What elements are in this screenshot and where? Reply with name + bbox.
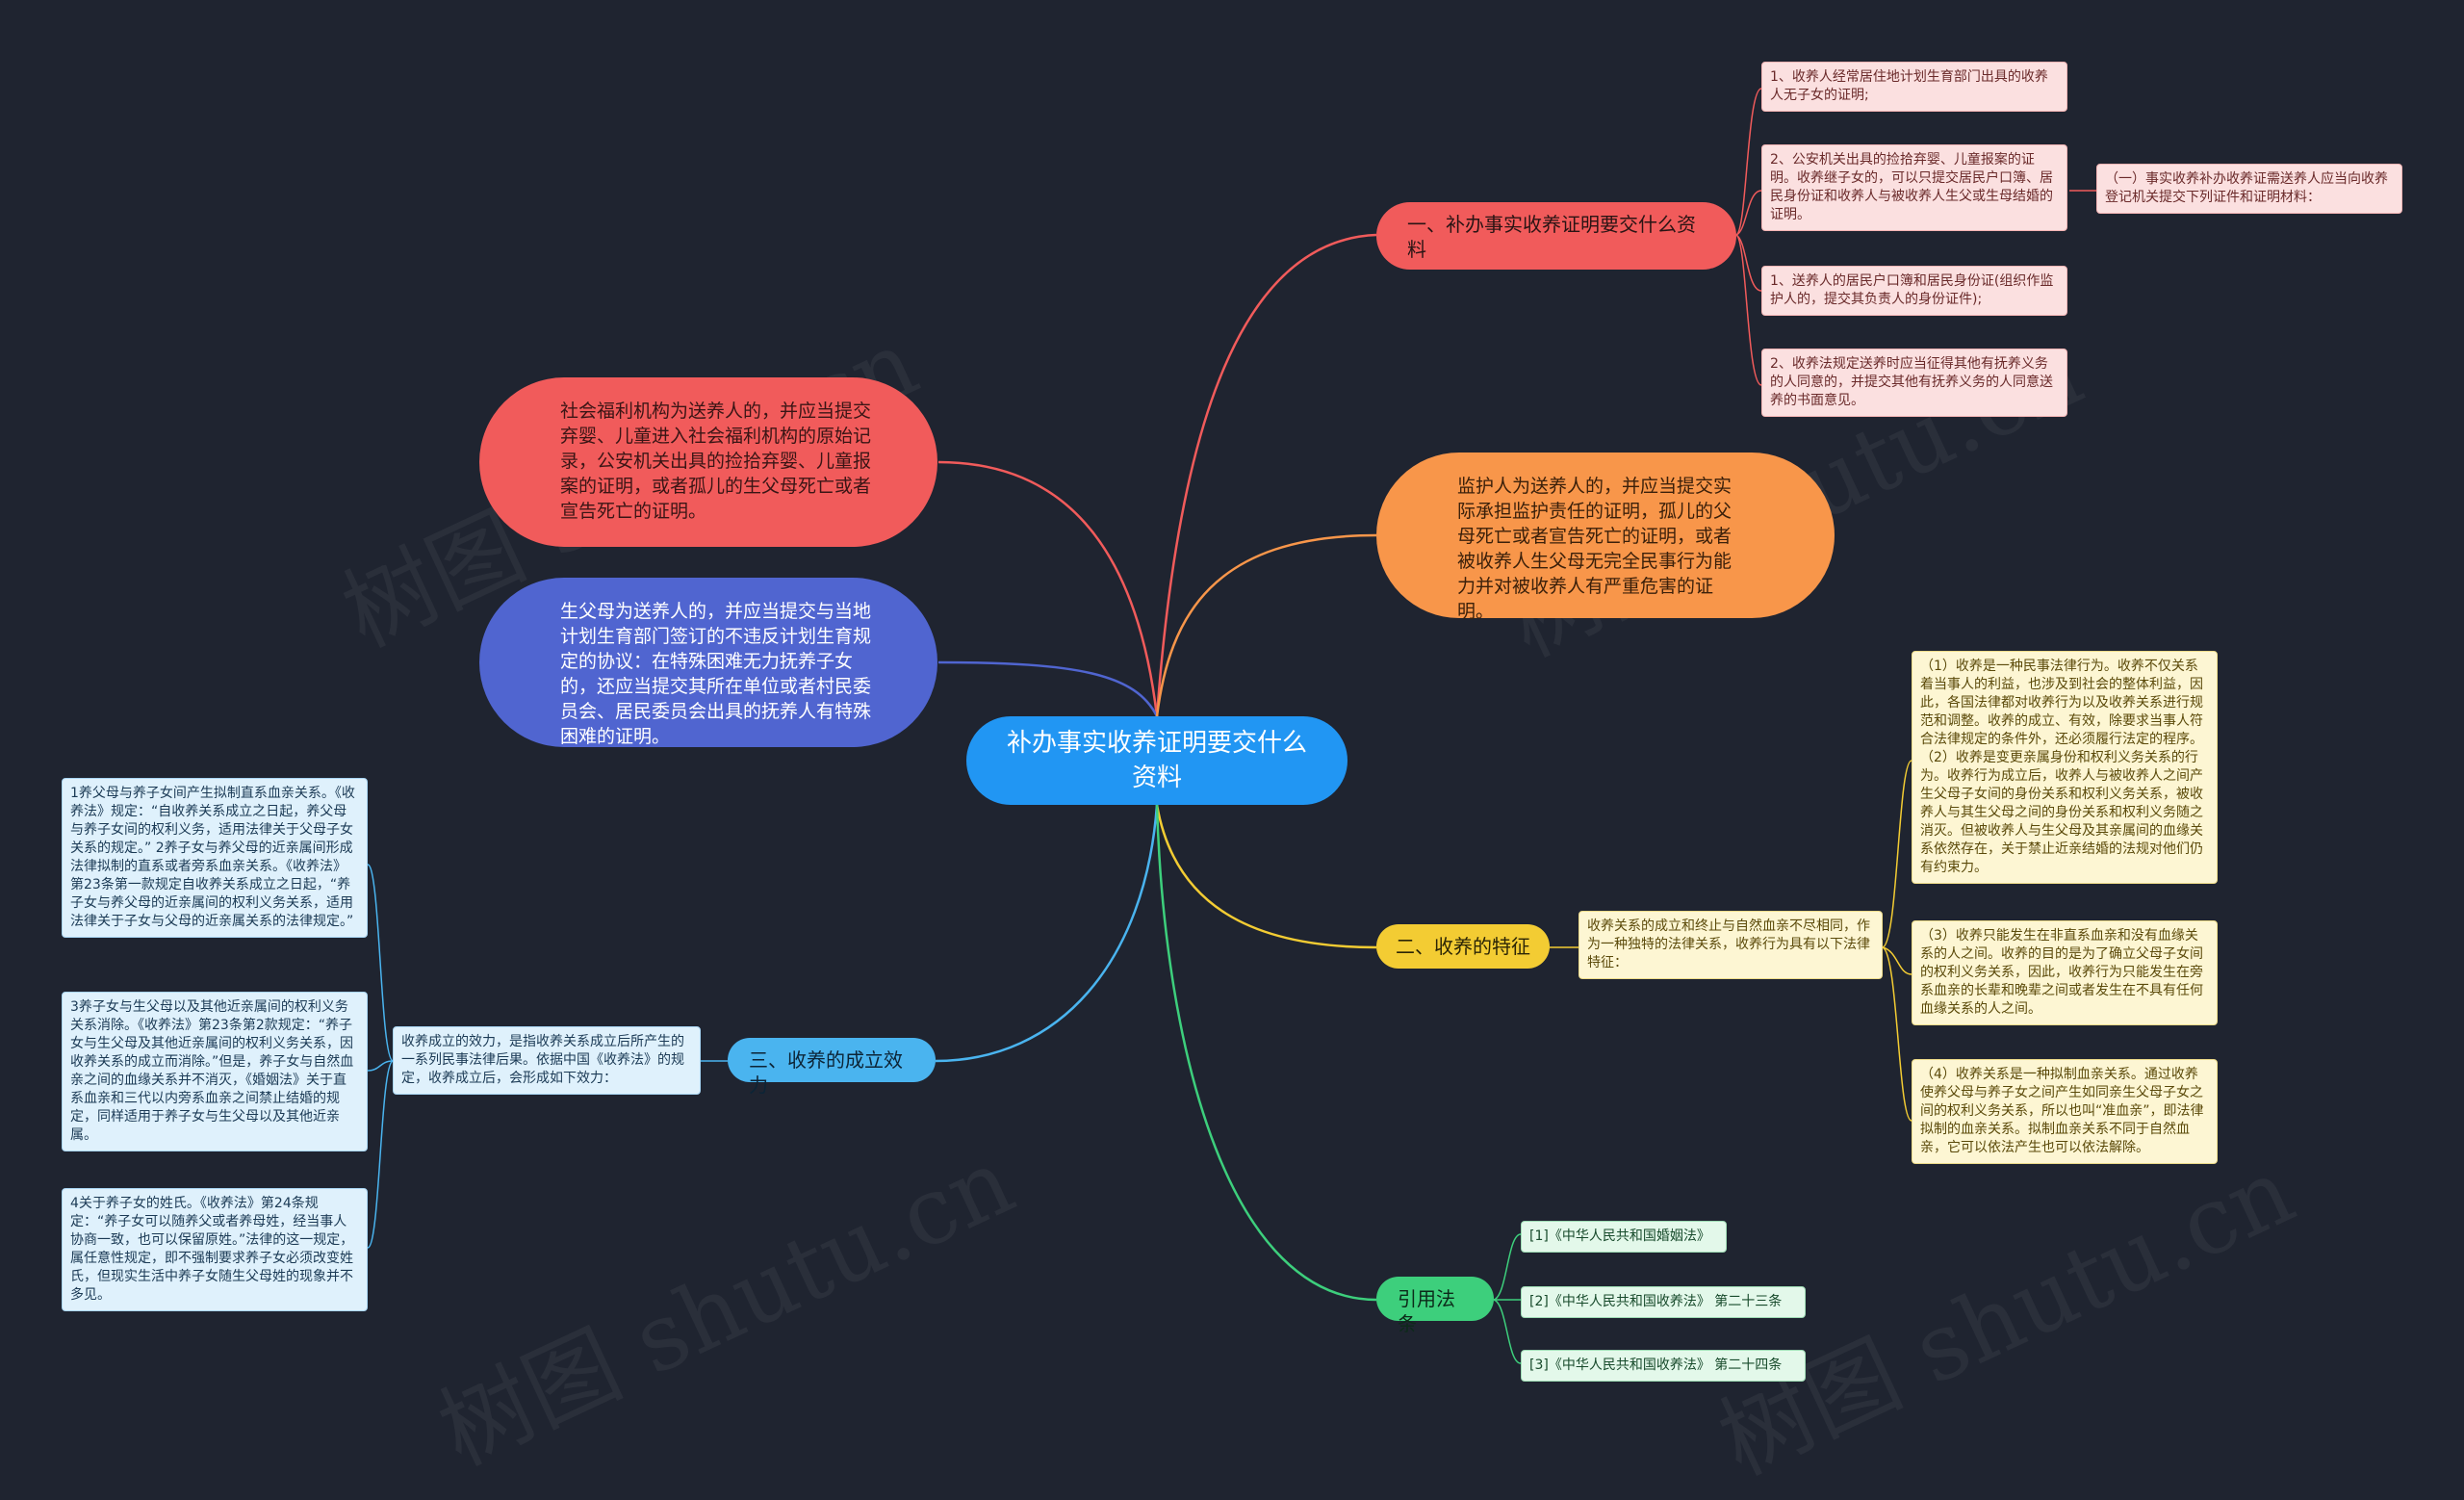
branch3-card-1[interactable]: 1养父母与养子女间产生拟制直系血亲关系。《收养法》规定：“自收养关系成立之日起，… [62,778,368,938]
branch1-node[interactable]: 一、补办事实收养证明要交什么资料 [1376,202,1736,270]
edge-root-right-orange [1155,533,1377,717]
branch2-node[interactable]: 二、收养的特征 [1376,924,1550,969]
branch4-node[interactable]: 引用法条 [1376,1277,1494,1335]
branch2-summary-card[interactable]: 收养关系的成立和终止与自然血亲不尽相同，作为一种独特的法律关系，收养行为具有以下… [1578,911,1883,979]
left-blue-node[interactable]: 生父母为送养人的，并应当提交与当地计划生育部门签订的不违反计划生育规定的协议：在… [479,578,937,747]
edge-root-branch1 [1155,233,1377,717]
branch1-detail-card[interactable]: （一）事实收养补办收养证需送养人应当向收养登记机关提交下列证件和证明材料： [2096,164,2402,214]
branch4-card-2[interactable]: [2]《中华人民共和国收养法》 第二十三条 [1521,1286,1806,1318]
edge-root-branch2 [1155,804,1377,949]
connector-lines [367,88,2096,1364]
branch1-card-3[interactable]: 1、送养人的居民户口簿和居民身份证(组织作监护人的，提交其负责人的身份证件); [1761,266,2067,316]
branch2-card-3[interactable]: （4）收养关系是一种拟制血亲关系。通过收养使养父母与养子女之间产生如同亲生父母子… [1912,1059,2218,1164]
branch3-node[interactable]: 三、收养的成立效力 [728,1038,936,1097]
root-node[interactable]: 补办事实收养证明要交什么资料 [966,716,1348,805]
branch2-card-2[interactable]: （3）收养只能发生在非直系血亲和没有血缘关系的人之间。收养的目的是为了确立父母子… [1912,920,2218,1025]
edge-root-branch3 [935,804,1159,1063]
edge-root-branch4 [1155,804,1377,1302]
branch1-card-2[interactable]: 2、公安机关出具的捡拾弃婴、儿童报案的证明。收养继子女的，可以只提交居民户口簿、… [1761,144,2067,231]
branch3-summary-card[interactable]: 收养成立的效力，是指收养关系成立后所产生的一系列民事法律后果。依据中国《收养法》… [393,1026,701,1095]
edge-root-left-blue [937,660,1159,717]
edge-root-left-red [937,460,1159,717]
branch3-card-2[interactable]: 3养子女与生父母以及其他近亲属间的权利义务关系消除。《收养法》第23条第2款规定… [62,992,368,1151]
branch1-card-1[interactable]: 1、收养人经常居住地计划生育部门出具的收养人无子女的证明; [1761,62,2067,112]
branch1-card-4[interactable]: 2、收养法规定送养时应当征得其他有抚养义务的人同意的，并提交其他有抚养义务的人同… [1761,349,2067,417]
branch4-card-1[interactable]: [1]《中华人民共和国婚姻法》 [1521,1221,1727,1253]
branch3-card-3[interactable]: 4关于养子女的姓氏。《收养法》第24条规定：“养子女可以随养父或者养母姓，经当事… [62,1188,368,1311]
right-orange-node[interactable]: 监护人为送养人的，并应当提交实际承担监护责任的证明，孤儿的父母死亡或者宣告死亡的… [1376,453,1835,622]
branch4-card-3[interactable]: [3]《中华人民共和国收养法》 第二十四条 [1521,1350,1806,1382]
branch2-card-1[interactable]: （1）收养是一种民事法律行为。收养不仅关系着当事人的利益，也涉及到社会的整体利益… [1912,651,2218,884]
left-red-node[interactable]: 社会福利机构为送养人的，并应当提交弃婴、儿童进入社会福利机构的原始记录，公安机关… [479,377,937,547]
